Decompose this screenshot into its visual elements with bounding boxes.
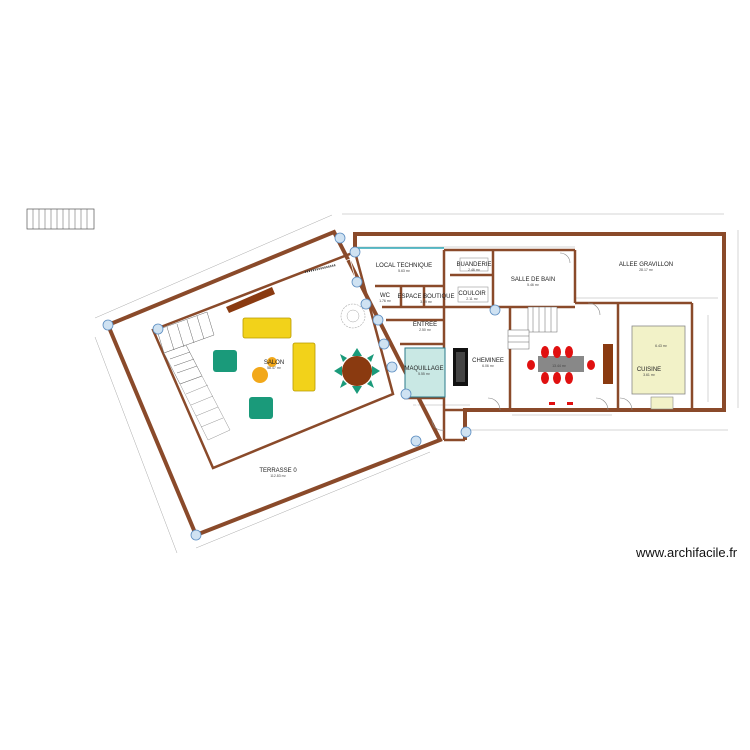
- room-area-entree: 2.50 m²: [419, 328, 432, 332]
- room-label-wc: WC: [380, 293, 391, 299]
- armchair-1: [213, 350, 237, 372]
- tv-cabinet: [226, 287, 275, 313]
- room-area-terrasse: 112.83 m²: [270, 474, 286, 478]
- room-area-cuisine: 3.61 m²: [643, 373, 656, 377]
- tv: [304, 264, 337, 273]
- staircase-salle-de-bain: [507, 306, 558, 350]
- room-label-cuisine: CUISINE: [637, 367, 661, 373]
- cuisine-counter-small: [650, 396, 674, 410]
- room-area-cuisine-counter: 6.43 m²: [655, 344, 668, 348]
- room-label-allee-gravillon: ALLEE GRAVILLON: [619, 262, 673, 268]
- fireplace-inner: [456, 352, 465, 382]
- dimension-lines: [94, 213, 739, 554]
- room-label-couloir: COULOIR: [458, 291, 486, 297]
- room-label-maquillage: MAQUILLAGE: [404, 366, 443, 372]
- room-label-salon: SALON: [264, 360, 284, 366]
- terrace-outer-wall: [106, 229, 443, 538]
- room-label-terrasse: TERRASSE 0: [259, 468, 297, 474]
- terrace-dimension-top: [94, 214, 333, 319]
- round-dining-table: [334, 348, 380, 394]
- room-area-maquillage: 5.55 m²: [418, 372, 431, 376]
- room-label-local-technique: LOCAL TECHNIQUE: [376, 263, 432, 269]
- room-area-allee-gravillon: 28.17 m²: [639, 268, 654, 272]
- pouf-2: [267, 357, 277, 367]
- staircase-salon: [156, 311, 215, 385]
- room-label-buanderie: BUANDERIE: [456, 262, 491, 268]
- room-area-salle-a-manger: 13.44 m²: [552, 364, 567, 368]
- armchair-2: [249, 397, 273, 419]
- long-dining-table: [527, 346, 595, 405]
- terrace-outer-wall-inner-line: [112, 237, 435, 529]
- salon-wall-inner-line: [159, 258, 387, 462]
- wall-joints: [102, 232, 501, 541]
- round-rug: [340, 303, 366, 329]
- sofa-top: [242, 317, 292, 339]
- room-area-buanderie: 2.46 m²: [468, 268, 481, 272]
- pouf-1: [252, 367, 268, 383]
- room-labels: TERRASSE 0 112.83 m² SALON 58.47 m² LOCA…: [259, 262, 673, 478]
- main-building-walls: [353, 232, 726, 442]
- couloir-outline: [457, 286, 489, 303]
- room-area-wc: 1.76 m²: [379, 299, 392, 303]
- maquillage-fill: [404, 347, 446, 398]
- room-area-cheminee: 6.06 m²: [482, 364, 495, 368]
- room-area-salon: 58.47 m²: [267, 366, 282, 370]
- sideboard: [603, 344, 613, 384]
- room-area-salle-de-bain: 5.46 m²: [527, 283, 540, 287]
- buanderie-outline: [459, 257, 489, 272]
- cuisine-counter-fill: [631, 325, 686, 395]
- room-label-salle-de-bain: SALLE DE BAIN: [511, 277, 555, 283]
- doors: [431, 252, 633, 431]
- room-area-couloir: 2.11 m²: [466, 297, 478, 301]
- room-area-espace-boutique: 3.49 m²: [420, 300, 433, 304]
- room-area-local-technique: 5.63 m²: [398, 269, 411, 273]
- room-label-entree: ENTREE: [413, 322, 437, 328]
- sofa-right: [292, 342, 316, 392]
- staircase-terrace: [179, 375, 231, 441]
- stair-symbol: [26, 208, 95, 230]
- room-label-espace-boutique: ESPACE BOUTIQUE: [398, 294, 455, 300]
- room-label-cheminee: CHEMINEE: [472, 358, 504, 364]
- watermark-text: www.archifacile.fr: [636, 545, 738, 560]
- salon-wall: [151, 250, 395, 470]
